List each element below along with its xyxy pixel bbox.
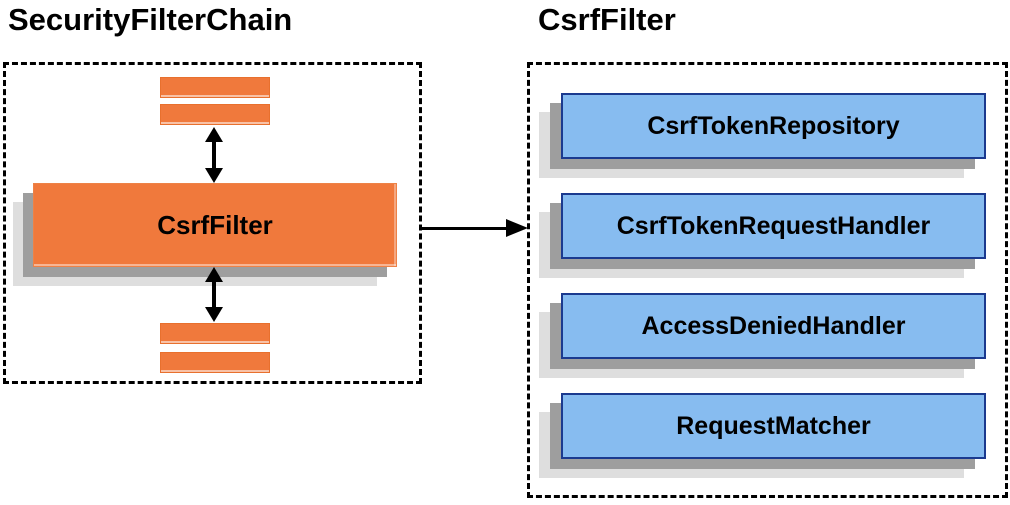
- security-filter-chain-panel: CsrfFilter: [3, 62, 422, 384]
- filter-placeholder-bar-icon: [160, 104, 270, 125]
- arrow-head-up-icon: [205, 267, 223, 282]
- csrf-filter-title: CsrfFilter: [538, 2, 676, 37]
- arrow-head-down-icon: [205, 307, 223, 322]
- component-label: CsrfTokenRepository: [647, 111, 900, 140]
- arrow-head-up-icon: [205, 127, 223, 142]
- csrf-filter-box-label: CsrfFilter: [157, 209, 273, 240]
- arrow-shaft: [212, 277, 216, 312]
- filter-placeholder-bar-icon: [160, 77, 270, 98]
- filter-placeholder-bar-icon: [160, 352, 270, 373]
- component-label: AccessDeniedHandler: [641, 311, 906, 340]
- connector-arrow-icon: [422, 219, 528, 237]
- arrow-head-right-icon: [506, 219, 528, 237]
- component-box-csrf-token-request-handler: CsrfTokenRequestHandler: [561, 193, 986, 259]
- arrow-shaft: [422, 227, 508, 230]
- csrf-filter-box: CsrfFilter: [33, 183, 397, 267]
- csrf-filter-components-panel: CsrfTokenRepository CsrfTokenRequestHand…: [527, 62, 1008, 498]
- security-filter-chain-title: SecurityFilterChain: [8, 2, 293, 37]
- bidirectional-arrow-bottom-icon: [204, 267, 224, 322]
- component-box-access-denied-handler: AccessDeniedHandler: [561, 293, 986, 359]
- component-label: CsrfTokenRequestHandler: [616, 211, 931, 240]
- component-box-csrf-token-repository: CsrfTokenRepository: [561, 93, 986, 159]
- arrow-shaft: [212, 137, 216, 173]
- arrow-head-down-icon: [205, 168, 223, 183]
- bidirectional-arrow-top-icon: [204, 127, 224, 183]
- filter-placeholder-bar-icon: [160, 323, 270, 344]
- component-box-request-matcher: RequestMatcher: [561, 393, 986, 459]
- component-label: RequestMatcher: [676, 411, 871, 440]
